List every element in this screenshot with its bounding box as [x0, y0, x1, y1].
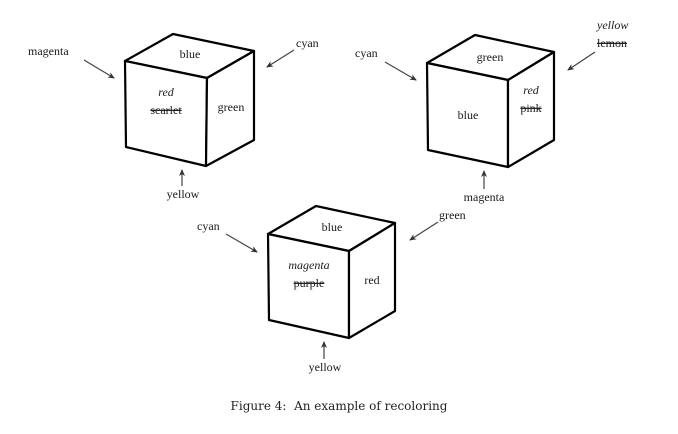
- cube-3-front-old-label: purple: [294, 276, 325, 290]
- figure-caption: Figure 4: An example of recoloring: [231, 399, 448, 413]
- cube-1-right-arrow-label: cyan: [296, 36, 319, 50]
- cube-3-left-arrow-icon: [225, 233, 258, 253]
- cube-1-front-new-label: red: [158, 85, 175, 99]
- cube-2-front-label: blue: [458, 108, 479, 122]
- cube-3-right-arrow-icon: [409, 221, 439, 241]
- cube-2-right-face: [506, 50, 556, 169]
- cube-3-left-arrow-label: cyan: [197, 219, 220, 233]
- cube-1-front-old-label: scarlet: [150, 103, 182, 117]
- cube-2-right-arrow-old-label: lemon: [597, 36, 627, 50]
- cube-2-left-arrow-icon: [384, 61, 417, 81]
- cube-3-front-new-label: magenta: [288, 258, 329, 272]
- cube-3-right-face: [347, 221, 397, 340]
- cube-1-left-arrow-label: magenta: [28, 44, 69, 58]
- cube-2-right-old-label: pink: [520, 101, 541, 115]
- cube-3-right-arrow-label: green: [439, 208, 466, 222]
- cube-2-right-new-label: red: [523, 83, 540, 97]
- cube-2: green blue red pink cyan yellow lemon ma…: [355, 18, 628, 204]
- cube-2-top-label: green: [477, 50, 504, 64]
- cube-2-right-arrow-new-label: yellow: [596, 18, 628, 32]
- cube-1-right-label: green: [218, 100, 245, 114]
- cube-2-left-arrow-label: cyan: [355, 46, 378, 60]
- cube-3-right-label: red: [364, 273, 379, 287]
- cube-3: blue magenta purple red cyan green yello…: [197, 204, 466, 374]
- cube-1-right-arrow-icon: [266, 49, 295, 68]
- cube-3-top-label: blue: [322, 220, 343, 234]
- cube-1: blue red scarlet green magenta cyan yell…: [28, 32, 319, 201]
- cube-2-right-arrow-icon: [567, 51, 596, 71]
- cube-1-top-label: blue: [180, 47, 201, 61]
- cube-1-left-arrow-icon: [83, 59, 115, 79]
- cube-1-right-face: [204, 49, 256, 168]
- cube-3-bottom-arrow-label: yellow: [309, 360, 342, 374]
- cube-2-bottom-arrow-label: magenta: [464, 190, 505, 204]
- cube-1-bottom-arrow-label: yellow: [167, 187, 200, 201]
